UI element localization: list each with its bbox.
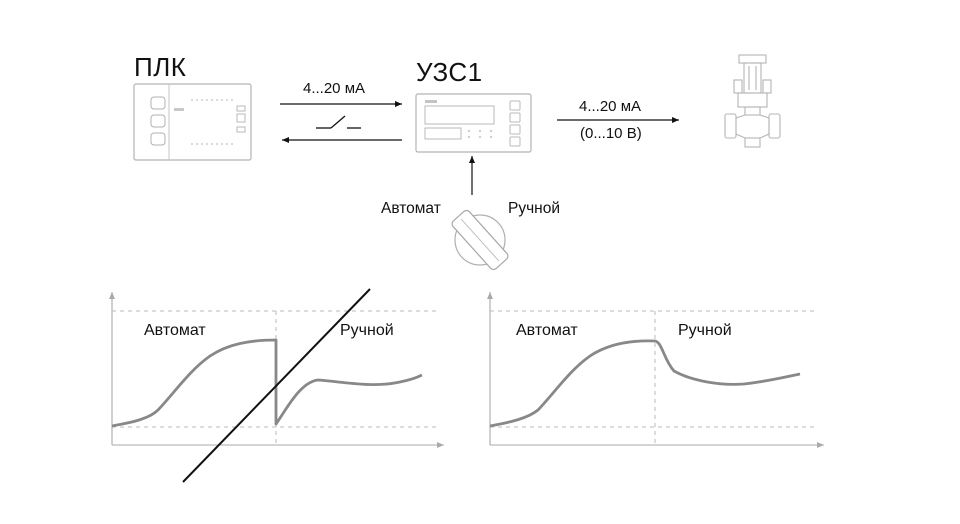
- chart-right: [487, 292, 824, 448]
- signal-uzs-to-valve-current: 4...20 мА: [579, 98, 642, 115]
- uzs-device: [415, 93, 532, 153]
- uzs-title: УЗС1: [416, 57, 483, 87]
- chart-left-curve: [111, 338, 423, 428]
- chart-right-curve: [489, 339, 801, 428]
- contact-switch-symbol: [316, 115, 361, 129]
- switch-manual-label: Ручной: [508, 200, 561, 217]
- plc-title: ПЛК: [134, 52, 187, 82]
- chart-right-manual-label: Ручной: [678, 322, 732, 339]
- mode-selector-knob: [451, 209, 509, 271]
- signal-plc-to-uzs: 4...20 мА: [303, 80, 366, 97]
- chart-left-auto-label: Автомат: [144, 322, 206, 339]
- chart-left: [109, 288, 444, 483]
- signal-uzs-to-valve-voltage: (0...10 В): [580, 125, 642, 142]
- valve-icon: [724, 54, 781, 148]
- switch-auto-label: Автомат: [381, 200, 441, 217]
- chart-right-auto-label: Автомат: [516, 322, 578, 339]
- cross-out-line: [182, 288, 371, 483]
- plc-device: [133, 83, 252, 161]
- chart-left-manual-label: Ручной: [340, 322, 394, 339]
